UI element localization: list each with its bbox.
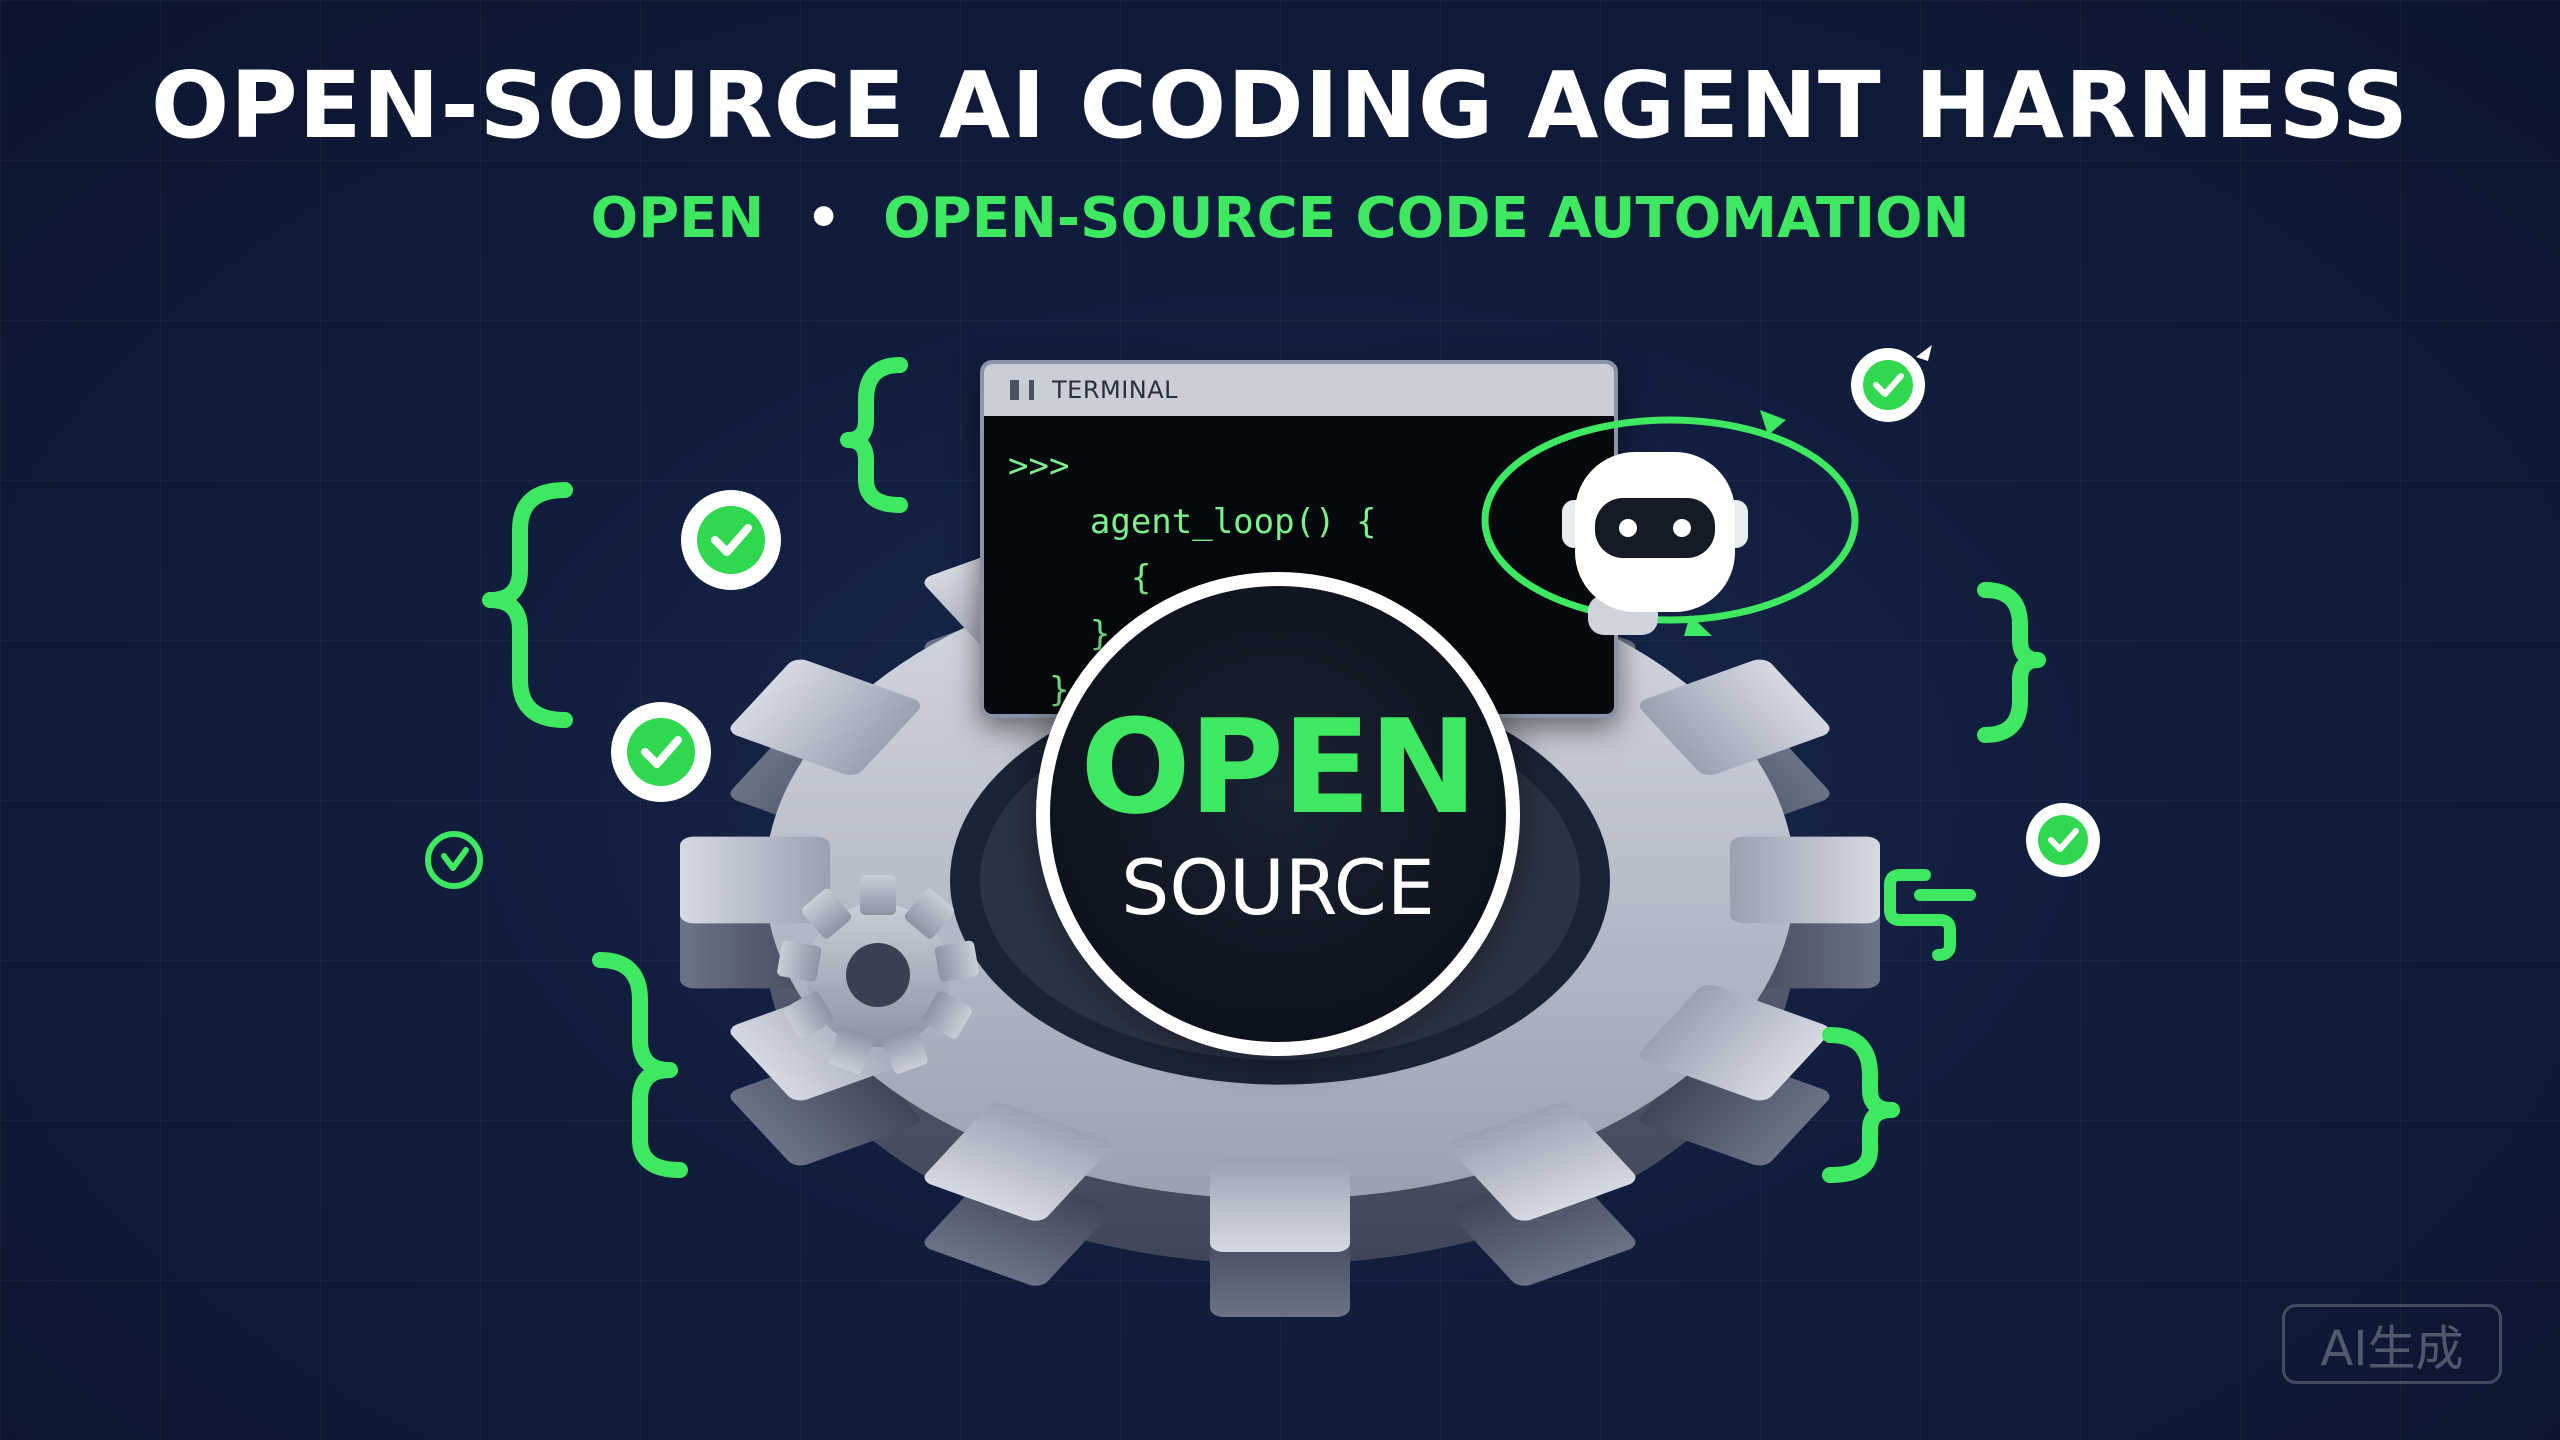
loop-arrow-icon [1481, 416, 1859, 624]
terminal-titlebar: TERMINAL [984, 364, 1614, 416]
badge-source-text: SOURCE [1121, 843, 1435, 932]
open-source-badge: OPEN SOURCE [1036, 572, 1520, 1056]
check-outline-icon [425, 831, 483, 889]
check-circle-icon [681, 490, 781, 590]
curly-brace-icon [1822, 1027, 1900, 1183]
subtitle-left: OPEN [590, 186, 765, 251]
curly-brace-icon [1977, 582, 2046, 743]
robot-icon [1562, 452, 1748, 635]
code-line: agent_loop() { [1008, 502, 1377, 542]
check-circle-icon [1851, 345, 1932, 422]
window-control-icon [1010, 380, 1019, 400]
code-line: { [1008, 558, 1152, 598]
curly-brace-icon [592, 952, 688, 1178]
check-circle-icon [2026, 803, 2100, 877]
bracket-glyph-icon [1884, 869, 1976, 961]
check-circle-icon [611, 702, 711, 802]
small-gear-icon [777, 875, 979, 1074]
ai-generated-watermark: AI生成 [2282, 1304, 2502, 1384]
loop-arrowhead-icon [1684, 615, 1712, 636]
badge-open-text: OPEN [1080, 691, 1477, 843]
subtitle-right: OPEN-SOURCE CODE AUTOMATION [883, 186, 1970, 251]
loop-arrowhead-icon [1760, 410, 1786, 435]
page-subtitle: OPEN • OPEN-SOURCE CODE AUTOMATION [0, 186, 2560, 251]
subtitle-separator: • [805, 186, 842, 251]
curly-brace-icon [482, 482, 573, 728]
page-title: OPEN-SOURCE AI CODING AGENT HARNESS [150, 52, 2409, 159]
robot-loop-group [1481, 410, 1859, 636]
window-control-icon [1029, 380, 1034, 400]
curly-brace-icon [840, 357, 908, 513]
terminal-window: TERMINAL >>> agent_loop() { { } } [980, 360, 1618, 718]
terminal-title: TERMINAL [1052, 376, 1179, 404]
code-line: >>> [1008, 446, 1070, 486]
